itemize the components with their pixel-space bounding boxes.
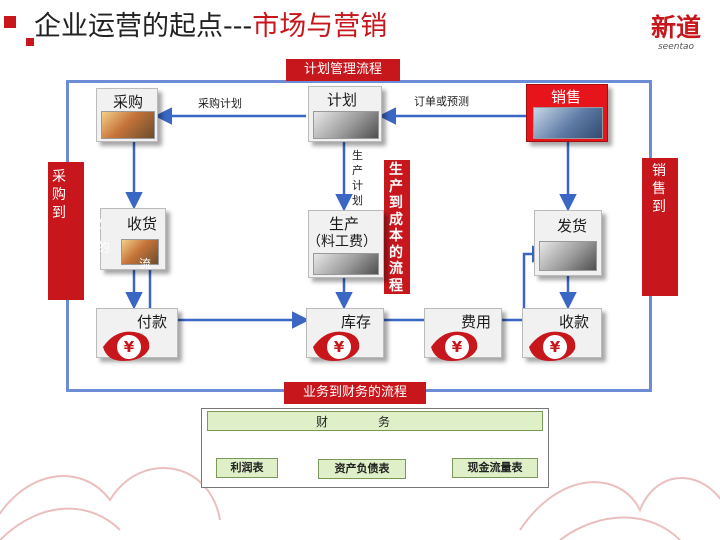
overlay-fragment-a: 款 <box>89 217 103 232</box>
purchase-label: 采购 <box>113 93 144 111</box>
svg-text:¥: ¥ <box>452 338 463 356</box>
page-title-accent: 市场与营销 <box>252 11 388 42</box>
sales-label: 销售 <box>551 88 582 106</box>
edge-label-purchase-plan: 采购计划 <box>198 97 242 110</box>
production-node: 生产 （料工费） <box>307 210 384 278</box>
sales-node: 销售 <box>526 84 608 142</box>
vertical-bar-right-text: 销售到 <box>652 163 666 215</box>
inventory-label: 库存 <box>341 313 372 331</box>
production-sublabel: （料工费） <box>307 234 377 250</box>
expense-label: 费用 <box>461 313 492 331</box>
finance-leaf-cash-flow: 现金流量表 <box>452 458 538 478</box>
purchase-photo <box>101 111 155 139</box>
edge-label-order-forecast: 订单或预测 <box>414 95 469 108</box>
cloud-pattern-decoration <box>0 466 720 540</box>
title-bullet-small-square <box>26 38 34 46</box>
finance-root-right: 务 <box>378 415 391 429</box>
sales-photo <box>533 107 603 139</box>
edge-label-production-plan: 生产计划 <box>352 149 363 207</box>
pay-label: 付款 <box>137 313 168 331</box>
receive-photo <box>121 239 159 265</box>
collect-label: 收款 <box>559 313 590 331</box>
receive-node: 收货 款 的 流 <box>89 208 166 271</box>
yen-coin-icon: ¥ <box>103 331 150 361</box>
vertical-bar-center: 生产到成本的流程 <box>384 160 410 294</box>
vertical-bar-center-text: 生产到成本的流程 <box>389 162 403 294</box>
finance-root-node: 财 务 <box>207 411 543 431</box>
expense-node: 费用 ¥ <box>424 308 502 361</box>
purchase-node: 采购 <box>96 88 158 142</box>
page-title-prefix: 企业运营的起点--- <box>34 11 253 42</box>
overlay-fragment-b: 的 <box>97 241 111 256</box>
top-banner: 计划管理流程 <box>286 59 400 81</box>
vertical-bar-left: 采购到 <box>48 162 84 300</box>
logo-text-cn: 新道 <box>650 13 701 42</box>
yen-coin-icon: ¥ <box>529 331 576 361</box>
plan-node: 计划 <box>308 86 382 142</box>
logo-text-en: seentao <box>657 42 695 52</box>
receive-label: 收货 <box>127 215 158 233</box>
svg-text:¥: ¥ <box>550 338 561 356</box>
ship-label: 发货 <box>557 217 588 235</box>
yen-coin-icon: ¥ <box>431 331 478 361</box>
page-title: 企业运营的起点---市场与营销 <box>34 4 387 43</box>
finance-leaf-income-statement: 利润表 <box>216 458 278 478</box>
production-photo <box>313 253 379 275</box>
plan-photo <box>313 111 379 139</box>
pay-node: 付款 ¥ <box>96 308 178 361</box>
inventory-node: 库存 ¥ <box>306 308 384 361</box>
yen-coin-icon: ¥ <box>313 331 360 361</box>
seentao-logo: 新道 seentao <box>646 13 706 53</box>
finance-leaf-balance-sheet: 资产负债表 <box>318 459 406 479</box>
plan-label: 计划 <box>327 91 358 109</box>
collect-node: 收款 ¥ <box>522 308 602 361</box>
bottom-banner: 业务到财务的流程 <box>284 382 426 404</box>
title-bullet-square <box>4 16 16 28</box>
svg-text:¥: ¥ <box>334 338 345 356</box>
ship-node: 发货 <box>534 210 602 276</box>
overlay-fragment-c: 流 <box>139 257 152 271</box>
ship-photo <box>539 241 597 271</box>
svg-text:¥: ¥ <box>124 338 135 356</box>
finance-root-left: 财 <box>316 415 329 429</box>
vertical-bar-left-text: 采购到 <box>52 169 66 221</box>
production-label: 生产 <box>329 215 360 233</box>
vertical-bar-right: 销售到 <box>642 158 678 296</box>
